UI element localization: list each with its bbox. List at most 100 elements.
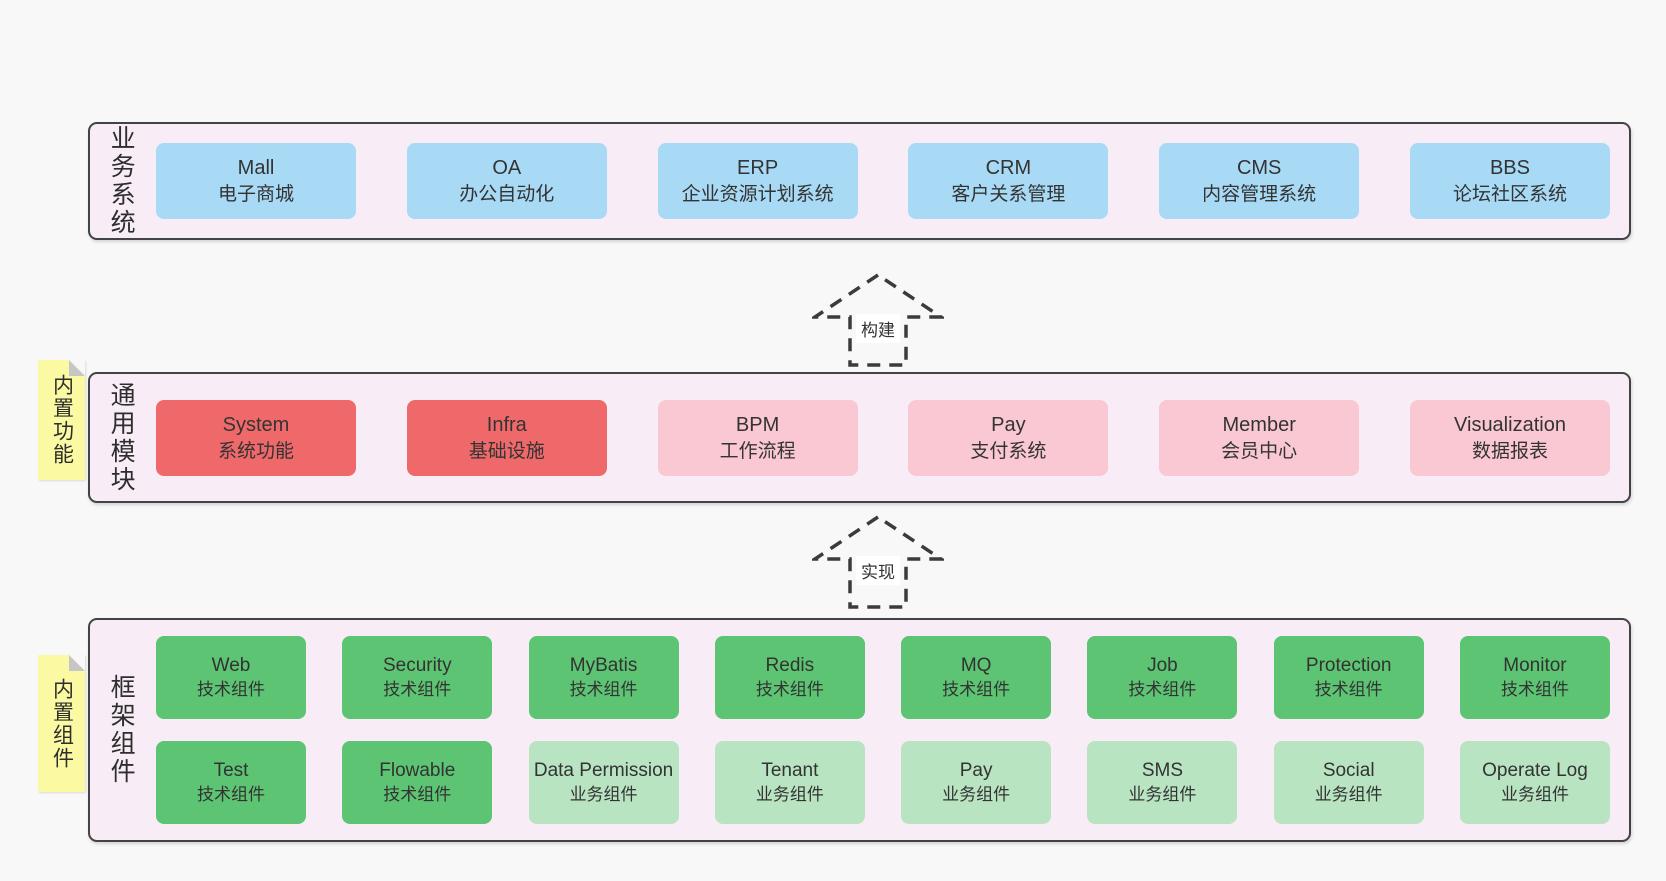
box-subtitle: 业务组件 <box>569 784 638 804</box>
business-boxes-row: Mall 电子商城 OA 办公自动化 ERP 企业资源计划系统 CRM 客户关系… <box>152 124 1629 238</box>
sticky-note-builtin-components: 内置组件 <box>38 655 85 792</box>
box-mybatis: MyBatis 技术组件 <box>528 636 679 719</box>
box-oa: OA 办公自动化 <box>406 143 607 219</box>
box-title: Flowable <box>379 760 456 782</box>
box-web: Web 技术组件 <box>156 636 306 719</box>
layer-common-modules: 通用模块 System 系统功能 Infra 基础设施 BPM 工作流程 Pay… <box>88 372 1631 503</box>
box-test: Test 技术组件 <box>156 741 306 824</box>
layer-framework-label: 框架组件 <box>107 674 136 786</box>
box-erp: ERP 企业资源计划系统 <box>657 143 858 219</box>
box-title: Tenant <box>761 760 819 782</box>
box-bbs: BBS 论坛社区系统 <box>1409 143 1610 219</box>
box-sms: SMS 业务组件 <box>1087 741 1238 824</box>
box-subtitle: 论坛社区系统 <box>1452 184 1567 206</box>
box-bpm: BPM 工作流程 <box>657 399 858 476</box>
box-job: Job 技术组件 <box>1087 636 1238 719</box>
box-title: MQ <box>960 655 992 677</box>
box-title: Redis <box>765 655 815 677</box>
box-subtitle: 技术组件 <box>1128 679 1197 699</box>
folded-corner-icon <box>69 655 85 671</box>
box-security: Security 技术组件 <box>342 636 493 719</box>
up-arrow-icon <box>812 514 944 609</box>
box-subtitle: 客户关系管理 <box>951 184 1066 206</box>
box-title: BPM <box>735 413 780 436</box>
sticky-note-text: 内置组件 <box>50 677 74 770</box>
arrow-build-label: 构建 <box>856 314 900 344</box>
box-mq: MQ 技术组件 <box>901 636 1052 719</box>
modules-boxes-row: System 系统功能 Infra 基础设施 BPM 工作流程 Pay 支付系统… <box>152 374 1629 501</box>
box-subtitle: 企业资源计划系统 <box>681 184 834 206</box>
box-title: System <box>222 413 290 436</box>
up-arrow-icon <box>812 272 944 367</box>
box-subtitle: 内容管理系统 <box>1202 184 1317 206</box>
box-subtitle: 技术组件 <box>197 679 265 699</box>
box-title: Test <box>213 760 249 782</box>
box-title: Job <box>1147 655 1178 677</box>
box-subtitle: 技术组件 <box>1500 679 1569 699</box>
box-title: SMS <box>1141 760 1183 782</box>
box-subtitle: 会员中心 <box>1221 440 1298 462</box>
box-subtitle: 技术组件 <box>755 679 824 699</box>
box-crm: CRM 客户关系管理 <box>908 143 1109 219</box>
box-pay-business: Pay 业务组件 <box>901 741 1052 824</box>
layer-business-systems: 业务系统 Mall 电子商城 OA 办公自动化 ERP 企业资源计划系统 CRM… <box>88 122 1631 240</box>
box-title: Social <box>1322 760 1375 782</box>
box-protection: Protection 技术组件 <box>1273 636 1424 719</box>
box-subtitle: 电子商城 <box>217 184 294 206</box>
box-social: Social 业务组件 <box>1273 741 1424 824</box>
box-title: BBS <box>1489 157 1530 180</box>
box-subtitle: 业务组件 <box>755 784 824 804</box>
box-title: Visualization <box>1454 413 1566 436</box>
box-title: Mall <box>237 157 275 180</box>
box-title: Pay <box>959 760 993 782</box>
box-title: Protection <box>1305 655 1392 677</box>
box-flowable: Flowable 技术组件 <box>342 741 493 824</box>
box-pay: Pay 支付系统 <box>908 399 1109 476</box>
layer-framework-components: 框架组件 Web 技术组件 Security 技术组件 MyBatis 技术组件… <box>88 618 1631 842</box>
box-title: Operate Log <box>1482 760 1588 782</box>
box-subtitle: 业务组件 <box>1314 784 1383 804</box>
box-title: ERP <box>737 157 779 180</box>
box-subtitle: 技术组件 <box>383 679 452 699</box>
box-subtitle: 技术组件 <box>942 679 1011 699</box>
box-title: Pay <box>991 413 1026 436</box>
box-subtitle: 业务组件 <box>1128 784 1197 804</box>
box-subtitle: 数据报表 <box>1471 440 1548 462</box>
box-tenant: Tenant 业务组件 <box>714 741 865 824</box>
box-subtitle: 业务组件 <box>1500 784 1569 804</box>
box-title: Monitor <box>1503 655 1567 677</box>
box-subtitle: 技术组件 <box>1314 679 1383 699</box>
sticky-note-text: 内置功能 <box>50 374 74 466</box>
box-operate-log: Operate Log 业务组件 <box>1459 741 1610 824</box>
box-system: System 系统功能 <box>156 399 356 476</box>
box-redis: Redis 技术组件 <box>714 636 865 719</box>
box-subtitle: 技术组件 <box>569 679 638 699</box>
box-cms: CMS 内容管理系统 <box>1159 143 1360 219</box>
layer-label-cell: 业务系统 <box>90 124 152 238</box>
box-title: CMS <box>1236 157 1282 180</box>
box-title: Infra <box>486 413 527 436</box>
layer-modules-label: 通用模块 <box>107 381 136 494</box>
arrow-implement: 实现 <box>812 514 944 610</box>
box-infra: Infra 基础设施 <box>406 399 607 476</box>
box-visualization: Visualization 数据报表 <box>1409 399 1610 476</box>
framework-row-2: Test 技术组件 Flowable 技术组件 Data Permission … <box>156 741 1610 824</box>
framework-row-1: Web 技术组件 Security 技术组件 MyBatis 技术组件 Redi… <box>156 636 1610 719</box>
box-title: MyBatis <box>569 655 638 677</box>
box-title: Data Permission <box>533 760 674 782</box>
layer-label-cell: 通用模块 <box>90 374 152 501</box>
box-subtitle: 工作流程 <box>719 440 796 462</box>
box-monitor: Monitor 技术组件 <box>1459 636 1610 719</box>
box-subtitle: 基础设施 <box>468 440 545 462</box>
framework-boxes-grid: Web 技术组件 Security 技术组件 MyBatis 技术组件 Redi… <box>152 620 1629 840</box>
box-subtitle: 业务组件 <box>942 784 1011 804</box>
layer-business-label: 业务系统 <box>107 125 136 237</box>
box-mall: Mall 电子商城 <box>156 143 356 219</box>
box-subtitle: 支付系统 <box>970 440 1047 462</box>
box-subtitle: 技术组件 <box>197 784 265 804</box>
box-subtitle: 系统功能 <box>217 440 294 462</box>
box-data-permission: Data Permission 业务组件 <box>528 741 679 824</box>
box-title: CRM <box>985 157 1032 180</box>
folded-corner-icon <box>69 360 85 376</box>
